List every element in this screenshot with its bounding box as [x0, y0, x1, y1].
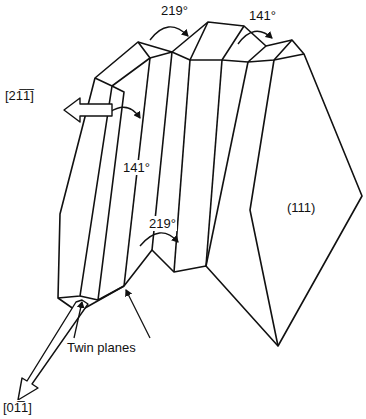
direction-label: [21̅1̅]	[4, 88, 35, 103]
angle-label: 141°	[248, 8, 277, 23]
direction-label: [01̅1]	[2, 400, 33, 415]
face-label: (111)	[286, 200, 316, 215]
angle-label: 219°	[148, 216, 177, 231]
angle-label: 141°	[122, 160, 151, 175]
angle-label: 219°	[160, 3, 189, 18]
twin-plane-label: Twin planes	[66, 340, 137, 355]
